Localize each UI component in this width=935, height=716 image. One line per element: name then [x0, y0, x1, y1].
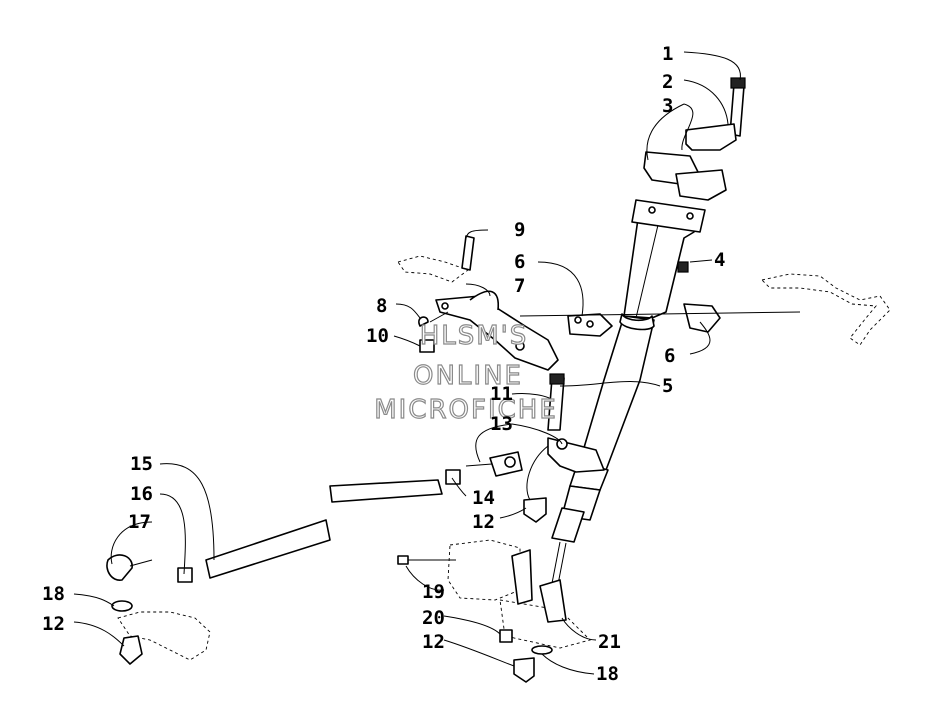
- callout-12-middle: 12: [472, 511, 495, 533]
- callout-7: 7: [514, 275, 525, 297]
- callout-20: 20: [422, 607, 445, 629]
- callout-8: 8: [376, 295, 387, 317]
- callout-6-upper: 6: [514, 251, 525, 273]
- callout-6-lower: 6: [664, 345, 675, 367]
- callout-19: 19: [422, 581, 445, 603]
- steering-post: [547, 199, 706, 606]
- watermark-line-1: HLSM'S: [420, 321, 529, 351]
- steering-arm: [523, 373, 605, 523]
- mount-bracket: [435, 290, 559, 371]
- callout-17: 17: [128, 511, 151, 533]
- bushings: [519, 303, 801, 337]
- callout-21: 21: [598, 631, 621, 653]
- callout-18-bottom: 18: [596, 663, 619, 685]
- callout-10: 10: [366, 325, 389, 347]
- handlebar-clamp: [643, 77, 746, 201]
- watermark: HLSM'S ONLINE MICROFICHE: [374, 320, 558, 425]
- callouts: 1 2 3 4 5 6 6 7 8 9 10 11 12 12 12 13 14…: [42, 43, 725, 685]
- callout-15: 15: [130, 453, 153, 475]
- callout-18-left: 18: [42, 583, 65, 605]
- callout-12-bottom: 12: [422, 631, 445, 653]
- leader-lines: [73, 51, 741, 675]
- callout-12-left: 12: [42, 613, 65, 635]
- callout-1: 1: [662, 43, 673, 65]
- lower-bracket: [397, 549, 567, 683]
- callout-2: 2: [662, 71, 673, 93]
- watermark-line-2: ONLINE: [413, 361, 523, 391]
- watermark-line-3: MICROFICHE: [374, 395, 558, 425]
- callout-14: 14: [472, 487, 495, 509]
- callout-9: 9: [514, 219, 525, 241]
- callout-16: 16: [130, 483, 153, 505]
- callout-4: 4: [714, 249, 725, 271]
- callout-13: 13: [490, 413, 513, 435]
- tie-rod-assembly: [106, 451, 523, 665]
- callout-11: 11: [490, 383, 513, 405]
- callout-3: 3: [662, 95, 673, 117]
- small-hardware: [418, 235, 689, 353]
- callout-5: 5: [662, 375, 673, 397]
